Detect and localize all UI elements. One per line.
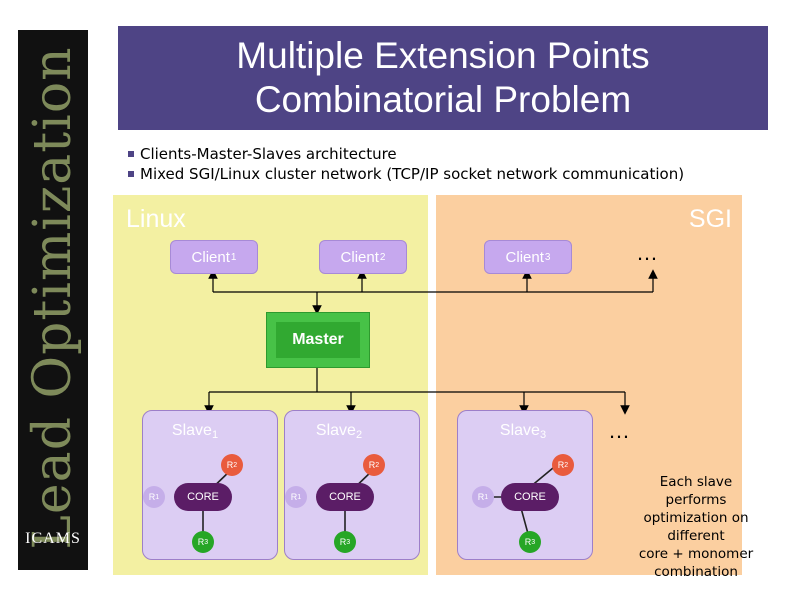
client-number: 2 xyxy=(379,251,386,263)
title-banner: Multiple Extension Points Combinatorial … xyxy=(118,26,768,130)
bullet-list: Clients-Master-Slaves architecture Mixed… xyxy=(126,144,766,184)
sgi-label: SGI xyxy=(688,205,732,233)
client-label: Client xyxy=(340,248,379,266)
client-number: 1 xyxy=(230,251,237,263)
linux-label: Linux xyxy=(126,205,186,233)
client-label: Client xyxy=(191,248,230,266)
slave-2-title: Slave2 xyxy=(315,422,363,441)
core-node: CORE xyxy=(316,483,374,511)
slave-3-title: Slave3 xyxy=(499,422,547,441)
icams-logo: ICAMS xyxy=(25,530,81,547)
brand-strip: Lead Optimization ICAMS xyxy=(18,30,88,570)
more-clients-ellipsis: … xyxy=(636,240,659,265)
bullet-item: Mixed SGI/Linux cluster network (TCP/IP … xyxy=(126,164,766,184)
slave-note: Each slave performs optimization on diff… xyxy=(638,474,754,580)
client-number: 3 xyxy=(544,251,551,263)
slide-title: Multiple Extension Points Combinatorial … xyxy=(236,35,650,120)
core-node: CORE xyxy=(174,483,232,511)
master-box: Master xyxy=(266,312,370,368)
more-slaves-ellipsis: … xyxy=(608,418,631,443)
master-label: Master xyxy=(276,322,360,358)
bullet-item: Clients-Master-Slaves architecture xyxy=(126,144,766,164)
client-label: Client xyxy=(505,248,544,266)
slave-1-title: Slave1 xyxy=(171,422,219,441)
core-node: CORE xyxy=(501,483,559,511)
